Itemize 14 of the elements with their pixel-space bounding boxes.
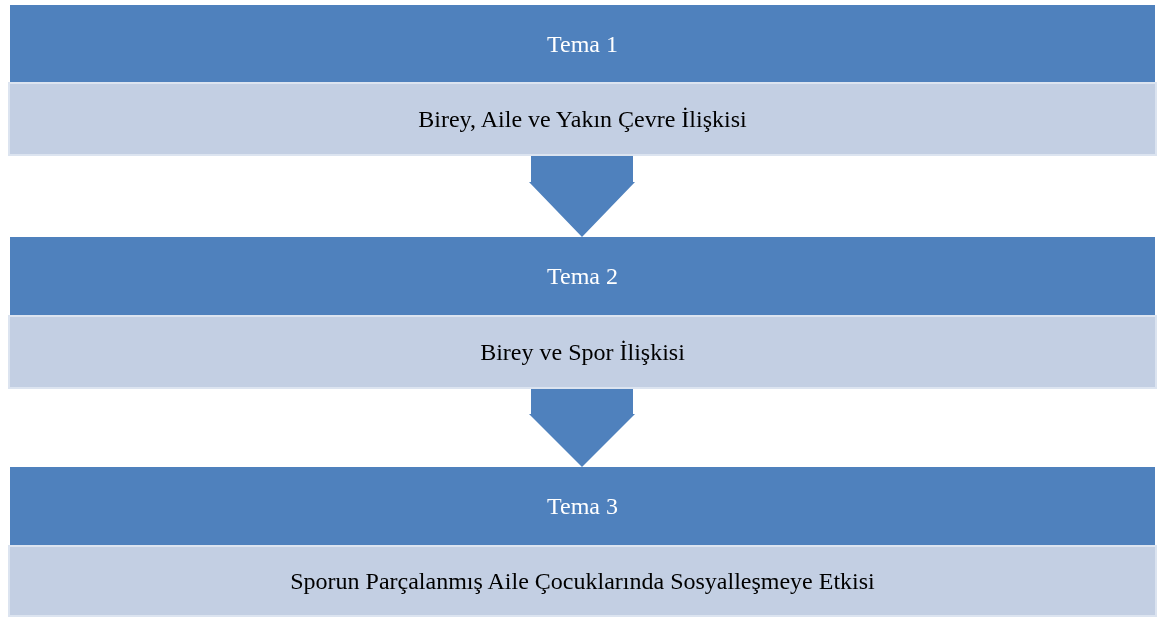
theme-description: Sporun Parçalanmış Aile Çocuklarında Sosyalleşmeye Etkisi: [290, 567, 875, 596]
theme-header-band: [10, 467, 1155, 545]
theme-description: Birey, Aile ve Yakın Çevre İlişkisi: [418, 105, 747, 134]
theme-description: Birey ve Spor İlişkisi: [480, 338, 685, 367]
theme-title: Tema 2: [547, 262, 618, 291]
theme-content-band: [8, 82, 1157, 156]
theme-header-band: [10, 237, 1155, 315]
theme-title: Tema 1: [547, 29, 618, 59]
theme-content-band: [8, 315, 1157, 389]
theme-header-band: [10, 5, 1155, 82]
down-arrow: [529, 156, 635, 237]
theme-content-band: [8, 545, 1157, 617]
theme-title: Tema 3: [547, 492, 618, 521]
down-arrow: [529, 389, 635, 467]
